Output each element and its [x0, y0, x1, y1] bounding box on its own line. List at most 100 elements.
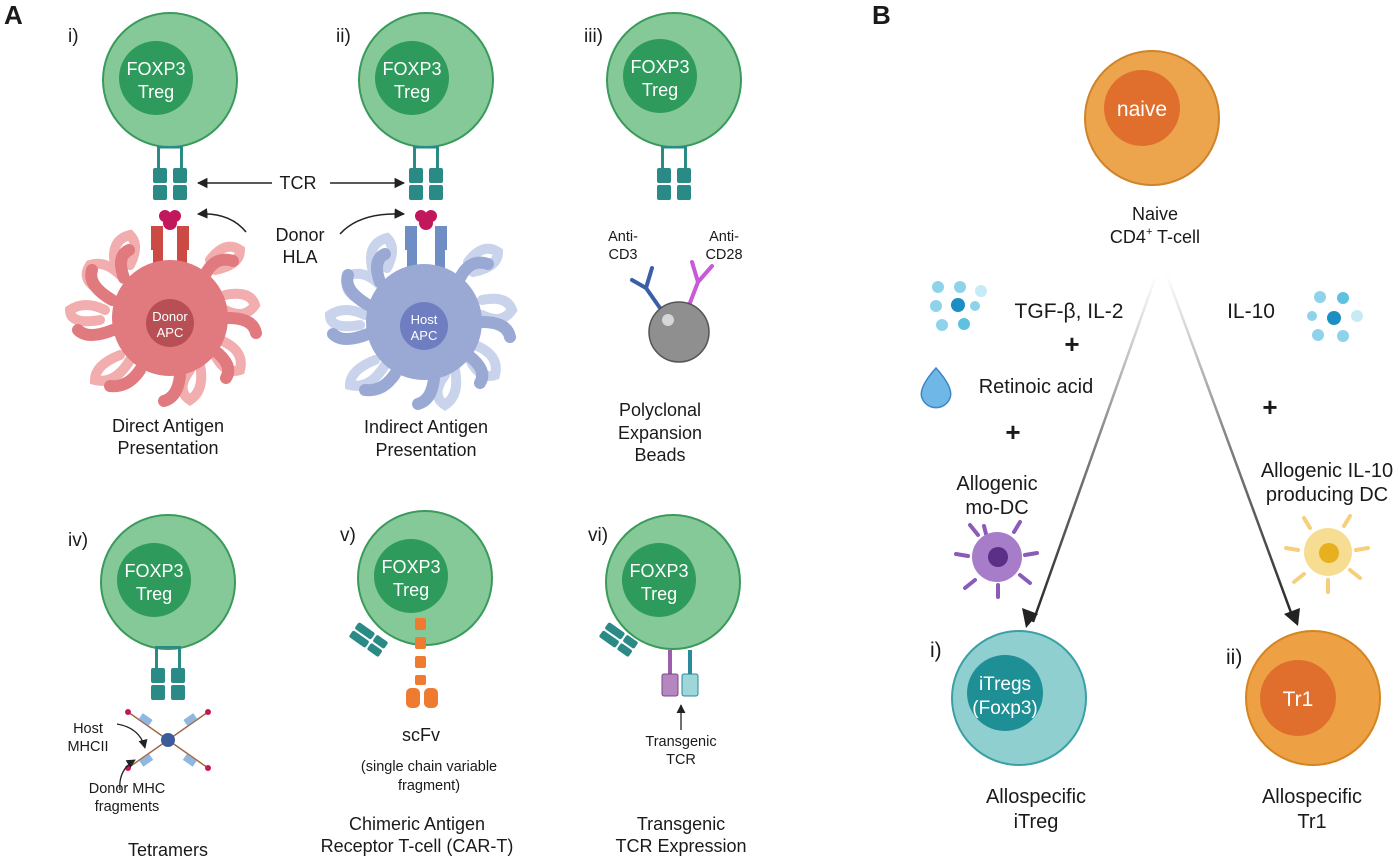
caption-iv: Tetramers	[128, 840, 208, 860]
mo-dc-cell-icon	[954, 520, 1039, 599]
cytokine-dots-left	[930, 281, 987, 331]
il10-label: IL-10	[1227, 300, 1275, 323]
car-receptor	[406, 618, 438, 708]
host-apc-line1: Host	[411, 312, 438, 327]
tcr-label: TCR	[280, 173, 317, 193]
treg-label-line1: FOXP3	[126, 59, 185, 79]
treg-label-line1: FOXP3	[381, 557, 440, 577]
treg-label-line2: Treg	[642, 80, 678, 100]
transgenic-tcr-receptor	[661, 650, 699, 697]
numeral-b-i: i)	[930, 639, 942, 662]
numeral-b-ii: ii)	[1226, 646, 1242, 669]
arrowhead-tr1	[1284, 608, 1300, 626]
hla-arrow-right	[339, 208, 406, 235]
donor-apc-line2: APC	[157, 325, 184, 340]
donor-hla-molecule-i	[159, 210, 181, 230]
arrow-to-tr1	[1163, 269, 1295, 619]
treg-label-line2: Treg	[138, 82, 174, 102]
modc-label-line2: mo-DC	[965, 497, 1028, 519]
treg-label-line1: FOXP3	[382, 59, 441, 79]
anti-cd3-line1: Anti-	[608, 229, 638, 245]
caption-iii-line3: Beads	[634, 445, 685, 465]
donor-mhc-arrow	[119, 759, 136, 791]
host-apc-line2: APC	[411, 328, 438, 343]
tgf-il2-label: TGF-β, IL-2	[1015, 300, 1124, 323]
donor-mhc-line2: fragments	[95, 799, 159, 815]
donor-hla-molecule-ii	[415, 210, 437, 230]
arrow-to-itreg	[1031, 269, 1160, 623]
treg-cell-iv: FOXP3 Treg	[100, 514, 236, 650]
caption-ii-line2: Presentation	[375, 440, 476, 460]
anti-cd28-line2: CD28	[705, 247, 742, 263]
numeral-iii: iii)	[584, 26, 603, 47]
caption-v-line2: Receptor T-cell (CAR-T)	[321, 836, 514, 856]
panel-a-label: A	[4, 0, 23, 30]
treg-cell-i: FOXP3 Treg	[102, 12, 238, 148]
host-mhcii-line2: MHCII	[67, 739, 108, 755]
numeral-v: v)	[340, 525, 356, 546]
treg-cell-v: FOXP3 Treg	[357, 510, 493, 646]
tcr-receptor-i	[153, 146, 187, 200]
transgenic-tcr-line1: Transgenic	[645, 734, 716, 750]
caption-i-line2: Presentation	[117, 438, 218, 458]
tcr-receptor-ii	[409, 146, 443, 200]
caption-i-line1: Direct Antigen	[112, 416, 224, 436]
cytokine-dots-right	[1307, 291, 1363, 342]
caption-vi-line1: Transgenic	[637, 814, 725, 834]
donor-mhc-line1: Donor MHC	[89, 781, 166, 797]
caption-ii-line1: Indirect Antigen	[364, 417, 488, 437]
donor-apc-cell: Donor APC	[64, 229, 262, 407]
caption-v-line1: Chimeric Antigen	[349, 814, 485, 834]
arrowhead-itreg	[1022, 608, 1038, 628]
donor-hla-label-line2: HLA	[282, 247, 317, 267]
itreg-caption-line1: Allospecific	[986, 786, 1086, 808]
treg-cell-iii: FOXP3 Treg	[606, 12, 742, 148]
anti-cd3-antibody	[630, 266, 662, 310]
itreg-cell-line1: iTregs	[979, 674, 1031, 695]
il10-dc-cell-icon	[1284, 514, 1370, 594]
treg-label-line1: FOXP3	[124, 561, 183, 581]
anti-cd28-antibody	[686, 260, 714, 310]
treg-cell-vi: FOXP3 Treg	[605, 514, 741, 650]
donor-apc-line1: Donor	[152, 309, 188, 324]
tr1-caption-line1: Allospecific	[1262, 786, 1362, 808]
treg-label-line2: Treg	[136, 584, 172, 604]
numeral-vi: vi)	[588, 525, 608, 546]
caption-iii-line2: Expansion	[618, 423, 702, 443]
naive-caption-line2: CD4+ T-cell	[1110, 226, 1200, 247]
treg-label-line2: Treg	[393, 580, 429, 600]
mhc-molecule-red-i	[151, 226, 189, 272]
naive-cell-label: naive	[1117, 98, 1167, 121]
scfv-note-line1: (single chain variable	[361, 759, 497, 775]
tcr-receptor-iv	[151, 646, 185, 700]
scfv-label: scFv	[402, 725, 440, 745]
expansion-bead	[648, 301, 710, 363]
tcr-receptor-iii	[657, 146, 691, 200]
retinoic-acid-label: Retinoic acid	[979, 376, 1094, 398]
host-mhcii-arrow	[116, 723, 148, 749]
naive-caption-sup: +	[1146, 226, 1152, 238]
itreg-cell-line2: (Foxp3)	[972, 698, 1037, 719]
scfv-note-line2: fragment)	[398, 778, 460, 794]
anti-cd3-line2: CD3	[608, 247, 637, 263]
hla-arrow-left	[196, 208, 247, 233]
itreg-cell: iTregs (Foxp3)	[951, 630, 1087, 766]
treg-label-line2: Treg	[641, 584, 677, 604]
retinoic-acid-drop-icon	[920, 366, 952, 409]
il10dc-label-line1: Allogenic IL-10	[1261, 460, 1393, 482]
naive-caption-tcell: T-cell	[1152, 227, 1200, 247]
naive-caption-line1: Naive	[1132, 204, 1178, 224]
tr1-cell: Tr1	[1245, 630, 1381, 766]
host-apc-cell: Host APC	[324, 232, 518, 412]
treg-label-line2: Treg	[394, 82, 430, 102]
il10dc-label-line2: producing DC	[1266, 484, 1388, 506]
modc-label-line1: Allogenic	[956, 473, 1037, 495]
anti-cd28-line1: Anti-	[709, 229, 739, 245]
treg-label-line1: FOXP3	[630, 57, 689, 77]
host-mhcii-line1: Host	[73, 721, 103, 737]
plus-left-2: +	[1005, 417, 1020, 447]
caption-vi-line2: TCR Expression	[615, 836, 746, 856]
caption-iii-line1: Polyclonal	[619, 400, 701, 420]
naive-cd4-cell: naive	[1084, 50, 1220, 186]
